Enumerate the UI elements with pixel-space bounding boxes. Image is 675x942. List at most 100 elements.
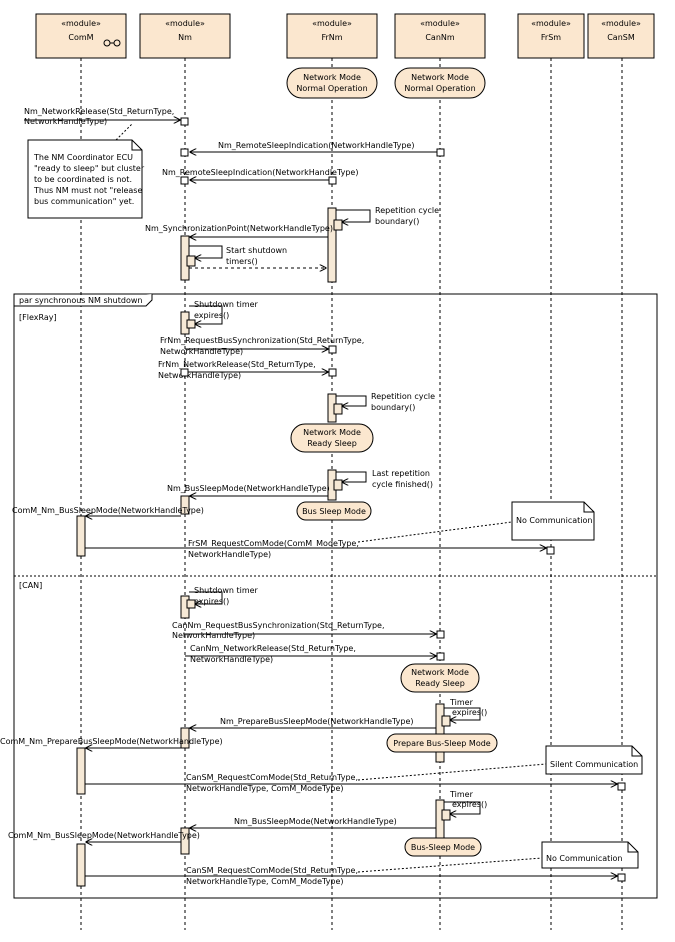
state-cannm-prepare-bus-sleep: Prepare Bus-Sleep Mode bbox=[386, 733, 498, 753]
state-frnm-ready-sleep: Network Mode Ready Sleep bbox=[290, 423, 374, 453]
frnm-activation-1: Repetition cycle boundary() bbox=[327, 206, 439, 283]
state-cannm-ready-sleep: Network Mode Ready Sleep bbox=[400, 663, 480, 693]
note-line: bus communication" yet. bbox=[34, 197, 134, 206]
message-label: Timer bbox=[449, 790, 474, 799]
message-label: boundary() bbox=[371, 403, 415, 412]
module-name: FrNm bbox=[321, 33, 342, 42]
message-label: boundary() bbox=[375, 217, 419, 226]
message-nm-network-release: Nm_NetworkRelease(Std_ReturnType, Networ… bbox=[24, 107, 189, 126]
note-line: Silent Communication bbox=[550, 760, 638, 769]
cannm-timer-2: Timer expires() bbox=[435, 790, 487, 841]
message-label: NetworkHandleType) bbox=[188, 550, 271, 559]
message-label: NetworkHandleType, ComM_ModeType) bbox=[186, 784, 344, 793]
state-line: Network Mode bbox=[303, 73, 361, 82]
state-line: Ready Sleep bbox=[415, 679, 465, 688]
flexray-shutdown-timer: Shutdown timer expires() bbox=[180, 300, 259, 335]
comm-activation-can-2 bbox=[76, 843, 86, 887]
state-line: Network Mode bbox=[411, 668, 469, 677]
state-line: Bus Sleep Mode bbox=[302, 507, 366, 516]
message-label: FrNm_NetworkRelease(Std_ReturnType, bbox=[158, 360, 316, 369]
note-line: No Communication bbox=[546, 854, 622, 863]
state-frnm-bus-sleep: Bus Sleep Mode bbox=[296, 501, 372, 521]
message-remote-sleep-indication-frnm: Nm_RemoteSleepIndication(NetworkHandleTy… bbox=[162, 168, 358, 185]
message-comm-nm-bus-sleep-fr: ComM_Nm_BusSleepMode(NetworkHandleType) bbox=[12, 506, 204, 516]
message-comm-nm-prepare-bus-sleep: ComM_Nm_PrepareBusSleepMode(NetworkHandl… bbox=[0, 737, 223, 748]
message-label: Nm_BusSleepMode(NetworkHandleType) bbox=[167, 484, 330, 493]
module-comm: «module» ComM bbox=[35, 13, 127, 59]
state-line: Network Mode bbox=[411, 73, 469, 82]
module-stereotype: «module» bbox=[531, 19, 571, 28]
message-label: ComM_Nm_PrepareBusSleepMode(NetworkHandl… bbox=[0, 737, 223, 746]
note-no-communication-fr: No Communication bbox=[357, 501, 595, 543]
module-stereotype: «module» bbox=[420, 19, 460, 28]
state-cannm-bus-sleep: Bus-Sleep Mode bbox=[404, 837, 482, 857]
state-cannm-normal-operation: Network Mode Normal Operation bbox=[394, 67, 486, 99]
message-label: FrNm_RequestBusSynchronization(Std_Retur… bbox=[160, 336, 364, 345]
note-line: The NM Coordinator ECU bbox=[33, 153, 133, 162]
note-line: "ready to sleep" but cluster bbox=[34, 164, 145, 173]
message-label: Shutdown timer bbox=[194, 586, 259, 595]
module-name: Nm bbox=[178, 33, 192, 42]
message-label: Nm_SynchronizationPoint(NetworkHandleTyp… bbox=[145, 224, 333, 233]
message-label: CanSM_RequestComMode(Std_ReturnType, bbox=[186, 773, 358, 782]
message-frnm-network-release: FrNm_NetworkRelease(Std_ReturnType, Netw… bbox=[158, 360, 337, 380]
nm-activation-can-prepare bbox=[180, 727, 190, 749]
message-label: expires() bbox=[194, 597, 229, 606]
note-line: to be coordinated is not. bbox=[34, 175, 132, 184]
module-cannm: «module» CanNm bbox=[394, 13, 486, 59]
message-label: timers() bbox=[226, 257, 258, 266]
nm-activation-can-bus-sleep bbox=[180, 827, 190, 855]
message-label: expires() bbox=[452, 800, 487, 809]
message-cannm-network-release: CanNm_NetworkRelease(Std_ReturnType, Net… bbox=[185, 644, 445, 664]
message-nm-prepare-bus-sleep: Nm_PrepareBusSleepMode(NetworkHandleType… bbox=[190, 717, 436, 728]
message-label: Timer bbox=[449, 698, 474, 707]
message-label: NetworkHandleType) bbox=[190, 655, 273, 664]
module-name: CanSM bbox=[607, 33, 635, 42]
message-label: ComM_Nm_BusSleepMode(NetworkHandleType) bbox=[8, 831, 200, 840]
message-label: CanNm_RequestBusSynchronization(Std_Retu… bbox=[172, 621, 385, 630]
module-frsm: «module» FrSm bbox=[517, 13, 585, 59]
message-label: Repetition cycle bbox=[371, 392, 435, 401]
message-label: NetworkHandleType) bbox=[172, 631, 255, 640]
module-cansm: «module» CanSM bbox=[587, 13, 655, 59]
frnm-repetition-cycle-2: Repetition cycle boundary() bbox=[327, 392, 435, 423]
message-comm-nm-bus-sleep-can: ComM_Nm_BusSleepMode(NetworkHandleType) bbox=[8, 831, 200, 842]
module-stereotype: «module» bbox=[312, 19, 352, 28]
note-line: No Communication bbox=[516, 516, 592, 525]
message-label: Nm_RemoteSleepIndication(NetworkHandleTy… bbox=[218, 141, 414, 150]
message-label: expires() bbox=[194, 311, 229, 320]
note-line: Thus NM must not "release bbox=[33, 186, 142, 195]
message-label: NetworkHandleType) bbox=[158, 371, 241, 380]
message-label: ComM_Nm_BusSleepMode(NetworkHandleType) bbox=[12, 506, 204, 515]
message-label: NetworkHandleType) bbox=[24, 117, 107, 126]
message-cansm-request-com-mode-2: CanSM_RequestComMode(Std_ReturnType, Net… bbox=[85, 866, 626, 886]
message-label: Nm_RemoteSleepIndication(NetworkHandleTy… bbox=[162, 168, 358, 177]
module-stereotype: «module» bbox=[601, 19, 641, 28]
message-label: Shutdown timer bbox=[194, 300, 259, 309]
can-shutdown-timer: Shutdown timer expires() bbox=[180, 586, 259, 619]
message-label: Nm_PrepareBusSleepMode(NetworkHandleType… bbox=[220, 717, 414, 726]
comm-activation-can-1 bbox=[76, 747, 86, 795]
message-frnm-request-bus-sync: FrNm_RequestBusSynchronization(Std_Retur… bbox=[160, 336, 364, 356]
state-line: Network Mode bbox=[303, 428, 361, 437]
message-label: cycle finished() bbox=[372, 480, 433, 489]
message-label: expires() bbox=[452, 708, 487, 717]
nm-activation-fr-bus-sleep bbox=[180, 495, 190, 515]
message-frsm-request-com-mode: FrSM_RequestComMode(ComM_ModeType, Netwo… bbox=[85, 539, 555, 559]
frnm-last-repetition: Last repetition cycle finished() bbox=[327, 469, 433, 501]
message-remote-sleep-indication-cannm: Nm_RemoteSleepIndication(NetworkHandleTy… bbox=[180, 141, 445, 157]
module-frnm: «module» FrNm bbox=[286, 13, 378, 59]
module-stereotype: «module» bbox=[61, 19, 101, 28]
message-cannm-request-bus-sync: CanNm_RequestBusSynchronization(Std_Retu… bbox=[172, 621, 445, 640]
message-label: Nm_BusSleepMode(NetworkHandleType) bbox=[234, 817, 397, 826]
module-name: CanNm bbox=[425, 33, 455, 42]
state-line: Normal Operation bbox=[404, 84, 475, 93]
message-label: FrSM_RequestComMode(ComM_ModeType, bbox=[188, 539, 359, 548]
lifelines bbox=[80, 58, 623, 930]
nm-activation-1: Start shutdown timers() bbox=[180, 235, 326, 281]
message-label: Start shutdown bbox=[226, 246, 287, 255]
state-line: Ready Sleep bbox=[307, 439, 357, 448]
subsystem-icon bbox=[103, 39, 121, 47]
message-label: Nm_NetworkRelease(Std_ReturnType, bbox=[24, 107, 174, 116]
